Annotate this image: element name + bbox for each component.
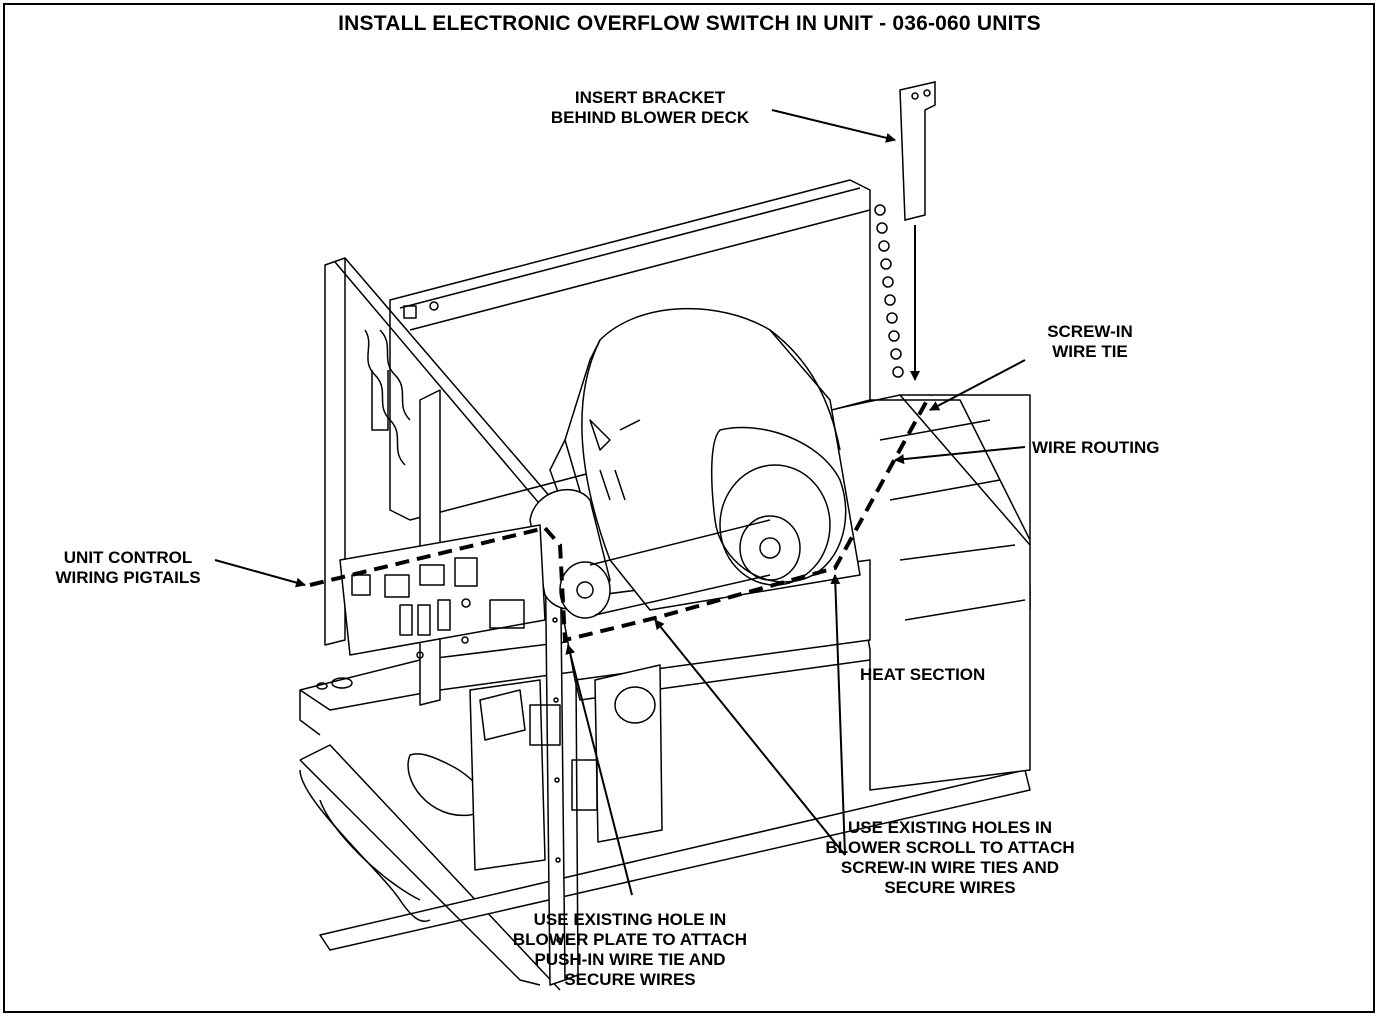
label-blower-scroll-holes: USE EXISTING HOLES IN BLOWER SCROLL TO A…	[825, 818, 1075, 897]
blower-housing	[549, 307, 861, 611]
wire-routing-dashed	[309, 394, 932, 643]
arrow-scroll-hole-2	[830, 574, 846, 856]
leader-arrows	[214, 109, 1026, 896]
diagram-title: INSTALL ELECTRONIC OVERFLOW SWITCH IN UN…	[338, 12, 1041, 35]
label-unit-control-pigtails: UNIT CONTROL WIRING PIGTAILS	[55, 548, 201, 587]
label-heat-section: HEAT SECTION	[860, 665, 986, 684]
arrow-scroll-hole-1	[654, 619, 846, 856]
arrow-insert-bracket	[771, 109, 896, 143]
heat-section-box	[829, 394, 1031, 791]
overflow-bracket	[899, 81, 936, 221]
arrow-screw-in-tie	[929, 359, 1026, 411]
lower-components	[469, 664, 663, 871]
arrow-plate-hole	[565, 644, 633, 896]
blower-motor	[529, 489, 611, 619]
arrow-wire-routing	[894, 446, 1026, 465]
label-screw-in-wire-tie: SCREW-IN WIRE TIE	[1047, 322, 1133, 361]
drive-belt	[589, 519, 771, 616]
control-box	[339, 524, 546, 659]
label-insert-bracket: INSERT BRACKET BEHIND BLOWER DECK	[550, 88, 750, 127]
label-blower-plate-hole: USE EXISTING HOLE IN BLOWER PLATE TO ATT…	[512, 910, 748, 989]
arrow-unit-control	[214, 559, 306, 588]
label-wire-routing: WIRE ROUTING	[1032, 438, 1160, 457]
